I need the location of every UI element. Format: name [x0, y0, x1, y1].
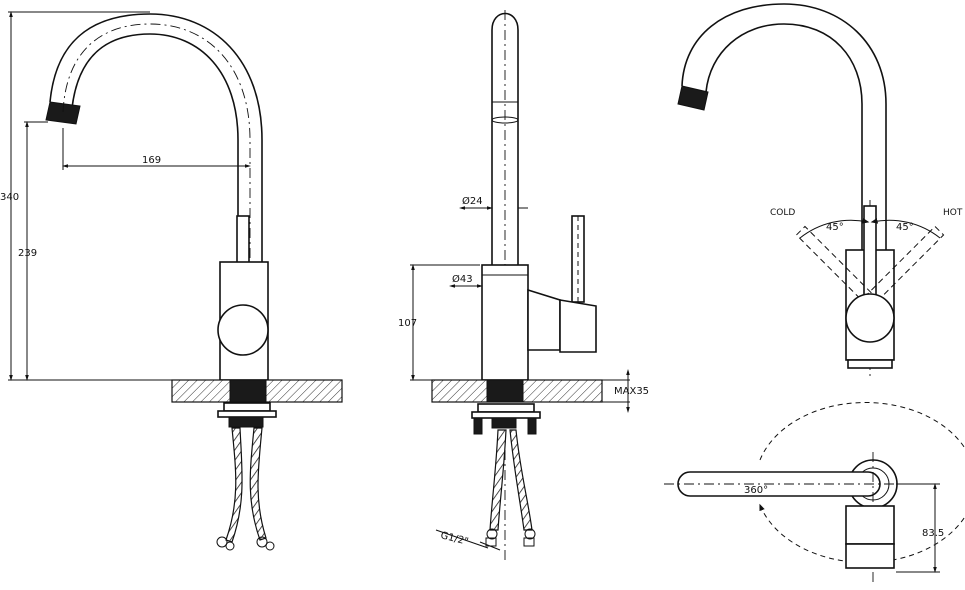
dim-body-height: 107: [398, 318, 417, 329]
angle-right: 45°: [896, 222, 914, 233]
spout-outer: [49, 13, 263, 262]
angle-left: 45°: [826, 222, 844, 233]
handle-rotation-view: COLD HOT 45° 45°: [677, 3, 963, 378]
spout-inner-right: [705, 23, 863, 262]
dim-total-height: 340: [0, 192, 19, 203]
dim-handle-offset: 83.5: [922, 528, 944, 539]
supply-hose-right: [249, 427, 267, 541]
spout-inner: [71, 33, 239, 262]
rotation-arc: [759, 402, 965, 563]
spout-tip: [45, 101, 81, 125]
faucet-body-front: [481, 264, 529, 381]
dim-max-deck: MAX35: [614, 386, 649, 397]
lever-hub: [217, 304, 269, 356]
spout-tip-right: [677, 85, 709, 111]
dim-spout-height: 239: [18, 248, 37, 259]
label-hot: HOT: [943, 208, 963, 218]
label-cold: COLD: [770, 208, 795, 218]
dim-rotation: 360°: [744, 485, 768, 496]
dim-thread: G1/2": [439, 530, 469, 548]
side-view: 340 239 169: [0, 11, 343, 551]
dim-spout-diameter: Ø24: [462, 195, 483, 207]
dim-body-diameter: Ø43: [452, 273, 473, 285]
supply-hose-left: [225, 427, 243, 543]
front-view: Ø24 Ø43 107 MAX35 G1/2": [398, 10, 649, 560]
plan-view: 360° 83.5: [664, 402, 965, 582]
spout-outer-right: [681, 3, 887, 262]
dim-spout-reach: 169: [142, 155, 161, 166]
